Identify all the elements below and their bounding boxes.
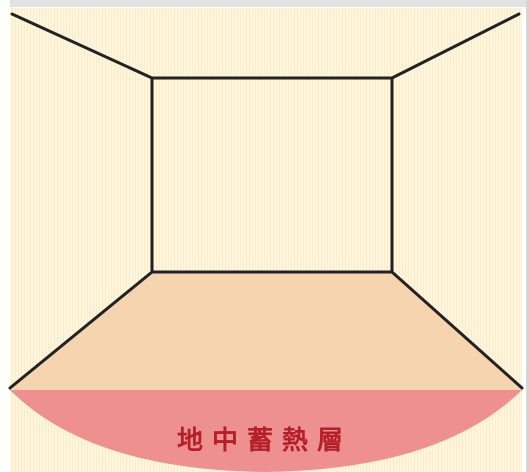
thermal-layer-label: 地中蓄熱層 xyxy=(176,426,352,456)
floor-left-edge xyxy=(8,270,154,390)
room-lines xyxy=(8,12,524,390)
thermal-layer xyxy=(10,390,522,472)
top-border xyxy=(10,0,529,7)
right-border xyxy=(526,0,529,472)
back-wall xyxy=(150,76,394,274)
ceiling-right-edge xyxy=(390,12,521,80)
floor-right-edge xyxy=(390,270,524,390)
ceiling-left-edge xyxy=(10,12,154,80)
floor xyxy=(10,272,522,390)
